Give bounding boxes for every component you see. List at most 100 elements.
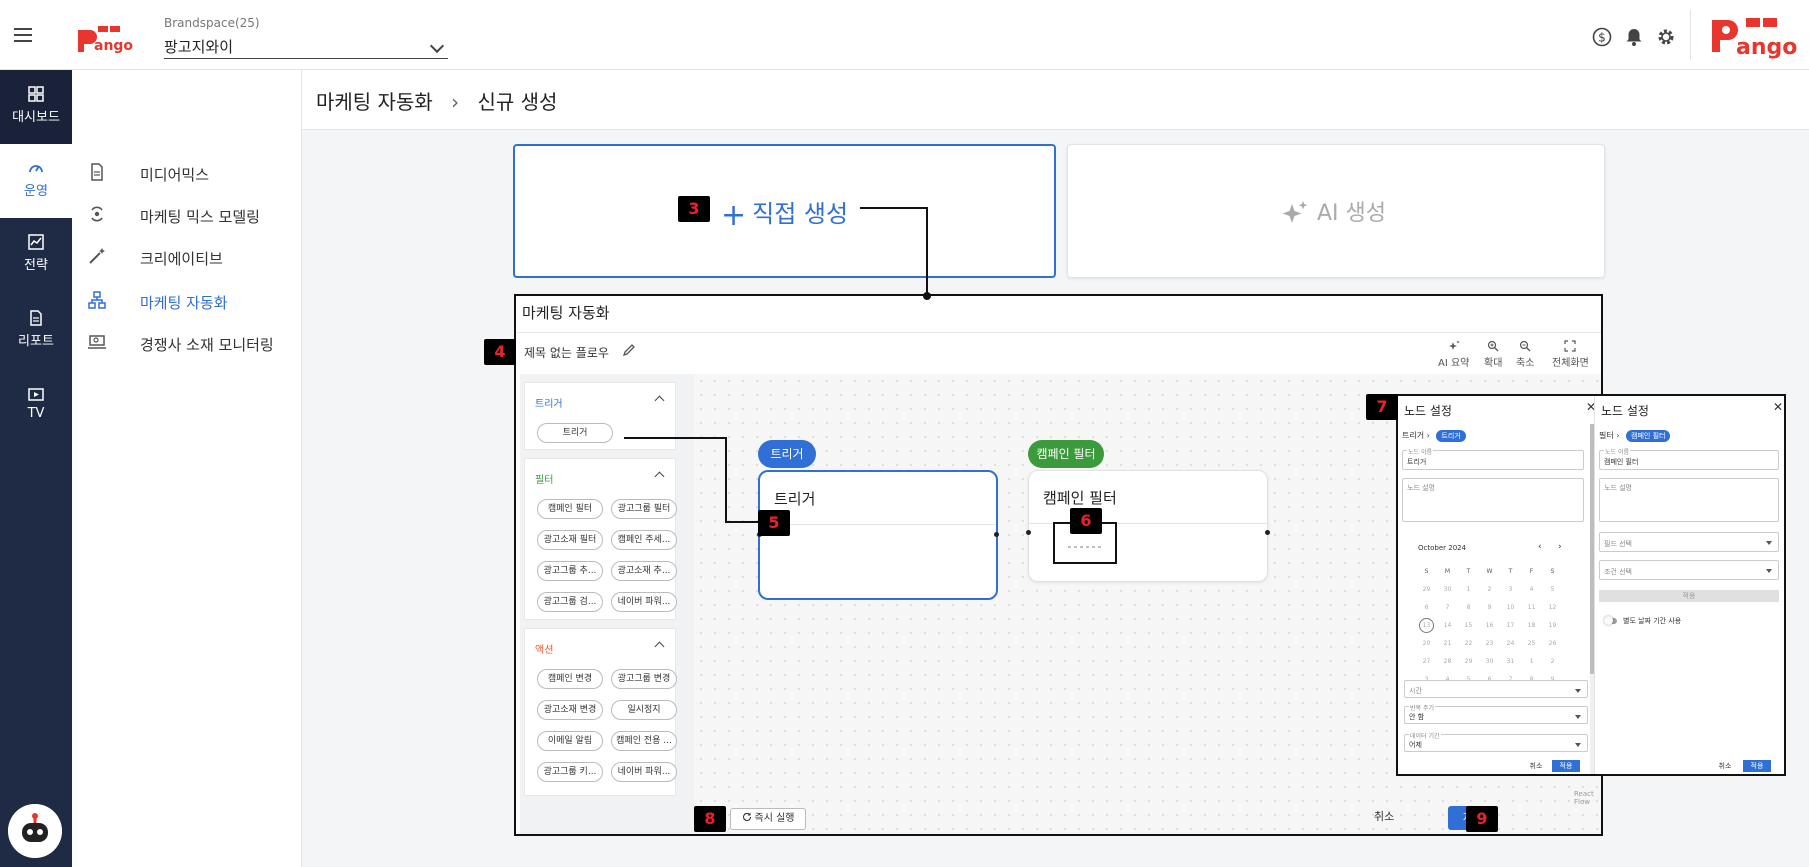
- calendar-day[interactable]: 19: [1548, 622, 1557, 629]
- tool-fullscreen[interactable]: 전체화면: [1552, 340, 1589, 369]
- rail-item-dashboard[interactable]: 대시보드: [0, 70, 72, 144]
- chatbot-icon[interactable]: [8, 804, 62, 858]
- node-port-output[interactable]: [1265, 530, 1270, 535]
- rail-item-tv[interactable]: TV: [0, 370, 72, 444]
- rail-item-strategy[interactable]: 전략: [0, 218, 72, 292]
- calendar-day[interactable]: 22: [1464, 640, 1473, 647]
- palette-node[interactable]: 광고그룹 검...: [537, 592, 603, 612]
- menu-icon[interactable]: [14, 28, 32, 42]
- calendar-day[interactable]: 4: [1529, 586, 1534, 593]
- calendar-day[interactable]: 28: [1443, 658, 1452, 665]
- submenu-marketing-automation[interactable]: 마케팅 자동화: [72, 280, 302, 320]
- node-settings-cancel[interactable]: 취소: [1529, 762, 1543, 770]
- calendar-day[interactable]: 7: [1445, 604, 1450, 611]
- pencil-icon[interactable]: [622, 343, 636, 357]
- calendar-day[interactable]: 5: [1550, 586, 1555, 593]
- node-name-field[interactable]: 노드 이름 캠페인 필터: [1599, 447, 1779, 470]
- repeat-select[interactable]: 반복 주기 안 함: [1404, 703, 1588, 724]
- palette-node[interactable]: 광고소재 필터: [537, 530, 603, 550]
- palette-node[interactable]: 네이버 파워...: [611, 762, 677, 782]
- palette-node[interactable]: 캠페인 필터: [537, 499, 603, 519]
- time-select[interactable]: 시간: [1404, 680, 1588, 698]
- calendar-day[interactable]: 10: [1506, 604, 1515, 611]
- close-icon[interactable]: ✕: [1586, 400, 1597, 414]
- data-period-select[interactable]: 데이터 기간 어제: [1404, 731, 1588, 752]
- close-icon[interactable]: ✕: [1773, 400, 1784, 414]
- palette-node[interactable]: 네이버 파워...: [611, 592, 677, 612]
- scrollbar[interactable]: [1590, 424, 1594, 774]
- calendar-day[interactable]: 1: [1529, 658, 1534, 665]
- bell-icon[interactable]: [1624, 27, 1644, 47]
- calendar-day[interactable]: 3: [1416, 672, 1437, 688]
- chevron-right-icon[interactable]: ›: [1558, 542, 1562, 552]
- submenu-creative[interactable]: 크리에이티브: [72, 236, 302, 276]
- rail-item-report[interactable]: 리포트: [0, 294, 72, 368]
- calendar-day[interactable]: 15: [1464, 622, 1473, 629]
- calendar-day[interactable]: 30: [1485, 658, 1494, 665]
- calendar-day[interactable]: 26: [1548, 640, 1557, 647]
- workspace-select[interactable]: 팡고지와이: [164, 33, 448, 59]
- chevron-up-icon[interactable]: [654, 641, 665, 652]
- flow-title[interactable]: 제목 없는 플로우: [524, 346, 609, 360]
- calendar-day[interactable]: 1: [1466, 586, 1471, 593]
- calendar-day[interactable]: 23: [1485, 640, 1494, 647]
- calendar-day[interactable]: 9: [1542, 672, 1563, 688]
- node-port-input[interactable]: [1026, 530, 1031, 535]
- tool-ai-summary[interactable]: AI 요약: [1438, 340, 1469, 369]
- chevron-up-icon[interactable]: [654, 471, 665, 482]
- chevron-up-icon[interactable]: [654, 395, 665, 406]
- node-settings-apply[interactable]: 적용: [1552, 760, 1580, 772]
- calendar-day[interactable]: 9: [1487, 604, 1492, 611]
- node-settings-apply[interactable]: 적용: [1743, 760, 1771, 772]
- ai-create-card[interactable]: AI 생성: [1067, 144, 1605, 278]
- palette-node[interactable]: 트리거: [537, 423, 613, 443]
- condition-select[interactable]: 조건 선택: [1599, 560, 1779, 580]
- submenu-media-mix[interactable]: 미디어믹스: [72, 152, 302, 192]
- calendar-day[interactable]: 24: [1506, 640, 1515, 647]
- direct-create-card[interactable]: +직접 생성: [513, 144, 1056, 278]
- calendar-day[interactable]: 14: [1443, 622, 1452, 629]
- calendar-day[interactable]: 2: [1550, 658, 1555, 665]
- calendar-day[interactable]: 29: [1422, 586, 1431, 593]
- calendar-day[interactable]: 8: [1466, 604, 1471, 611]
- palette-node[interactable]: 광고소재 추...: [611, 561, 677, 581]
- add-condition-button[interactable]: 적용: [1599, 590, 1779, 602]
- date-period-toggle[interactable]: [1604, 616, 1617, 625]
- submenu-competitor-monitoring[interactable]: 경쟁사 소재 모니터링: [72, 322, 302, 362]
- palette-node[interactable]: 광고그룹 변경: [611, 669, 677, 689]
- field-select[interactable]: 필드 선택: [1599, 532, 1779, 552]
- node-settings-cancel[interactable]: 취소: [1718, 762, 1732, 770]
- calendar-day[interactable]: 30: [1443, 586, 1452, 593]
- calendar-day[interactable]: 2: [1487, 586, 1492, 593]
- palette-node[interactable]: 캠페인 변경: [537, 669, 603, 689]
- calendar-day[interactable]: 31: [1506, 658, 1515, 665]
- palette-node[interactable]: 일시정지: [611, 700, 677, 720]
- node-port-output[interactable]: [994, 532, 999, 537]
- tool-zoom-in[interactable]: 확대: [1484, 340, 1502, 369]
- calendar-day[interactable]: 6: [1424, 604, 1429, 611]
- calendar-day[interactable]: 29: [1464, 658, 1473, 665]
- palette-node[interactable]: 캠페인 전용 ...: [611, 731, 677, 751]
- palette-node[interactable]: 광고그룹 키...: [537, 762, 603, 782]
- chevron-left-icon[interactable]: ‹: [1538, 542, 1542, 552]
- calendar-day[interactable]: 3: [1508, 586, 1513, 593]
- calendar-day[interactable]: 8: [1521, 672, 1542, 688]
- calendar-day[interactable]: 17: [1506, 622, 1515, 629]
- calendar-day[interactable]: 27: [1422, 658, 1431, 665]
- gear-icon[interactable]: [1656, 27, 1676, 47]
- calendar-day[interactable]: 21: [1443, 640, 1452, 647]
- calendar-day[interactable]: 7: [1500, 672, 1521, 688]
- palette-node[interactable]: 이메일 알림: [537, 731, 603, 751]
- calendar-day[interactable]: 11: [1527, 604, 1536, 611]
- flow-node-campaign-filter[interactable]: 캠페인 필터: [1026, 470, 1270, 582]
- run-now-button[interactable]: 즉시 실행: [730, 808, 806, 830]
- pango-logo[interactable]: ango: [72, 20, 138, 56]
- node-description-field[interactable]: 노드 설명: [1599, 478, 1779, 522]
- calendar-day[interactable]: 25: [1527, 640, 1536, 647]
- dollar-icon[interactable]: $: [1592, 27, 1612, 47]
- calendar-day[interactable]: 13: [1416, 618, 1437, 634]
- calendar-day[interactable]: 5: [1458, 672, 1479, 688]
- calendar-day[interactable]: 20: [1422, 640, 1431, 647]
- calendar-day[interactable]: 16: [1485, 622, 1494, 629]
- node-description-field[interactable]: 노드 설명: [1402, 478, 1584, 522]
